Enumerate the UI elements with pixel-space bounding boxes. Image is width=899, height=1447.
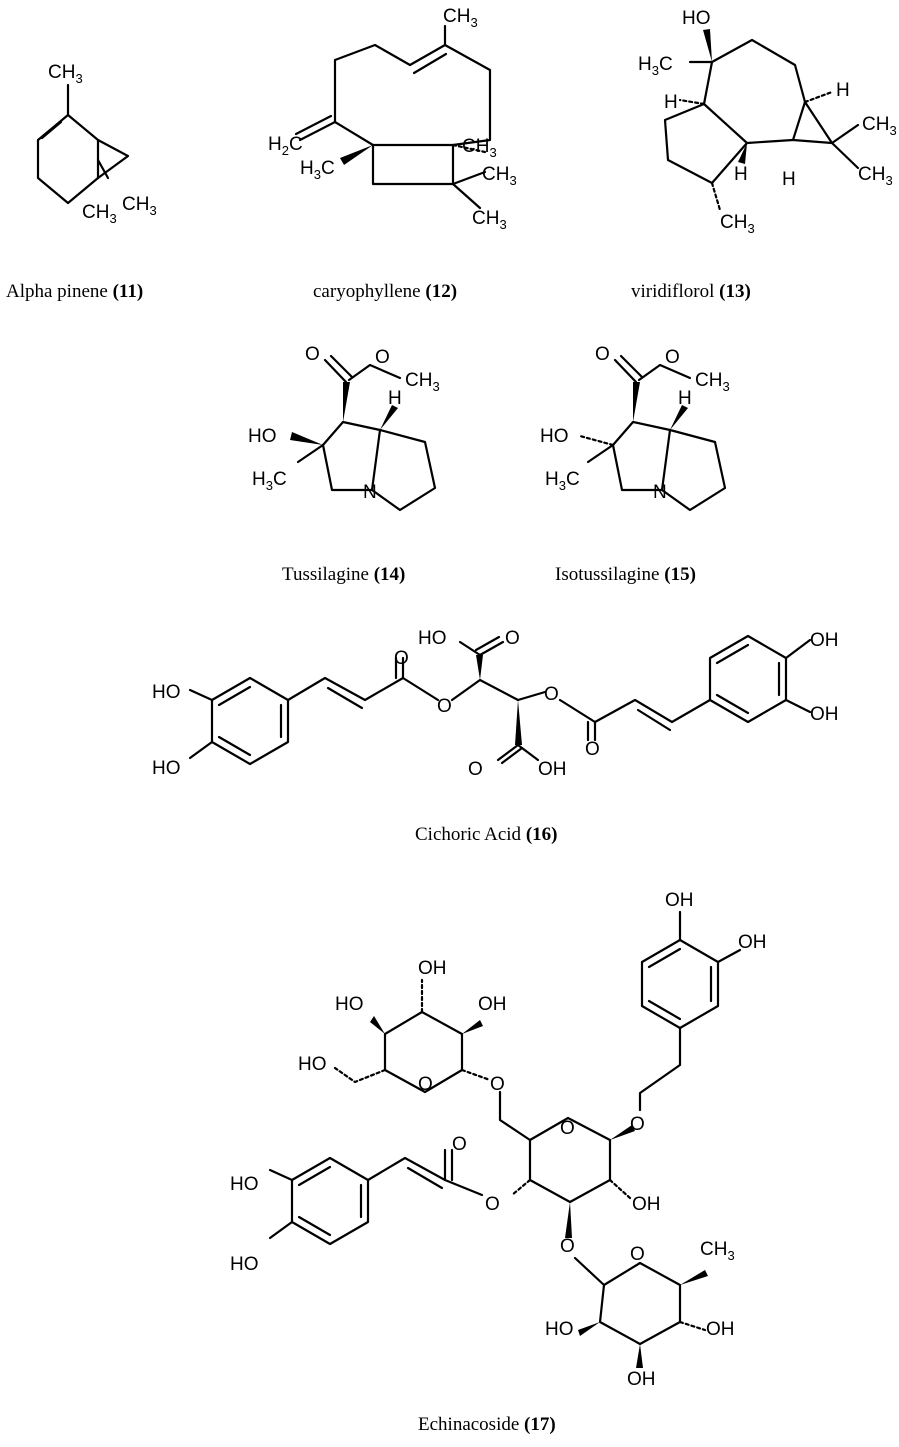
echinacoside-oh-glc2: OH: [478, 994, 507, 1015]
viridiflorol-me1: CH3: [862, 114, 897, 138]
caryophyllene-me-right: CH3: [462, 136, 497, 160]
caryophyllene-me-top: CH3: [443, 6, 478, 30]
isotussilagine-h: H: [678, 388, 692, 409]
cichoric-o-top: O: [505, 628, 520, 649]
echinacoside-o-link1: O: [490, 1074, 505, 1095]
tussilagine-me-ester: CH3: [405, 370, 440, 394]
caption-tussilagine: Tussilagine (14): [282, 564, 405, 585]
viridiflorol-h1: H: [664, 92, 678, 113]
isotussilagine-o2: O: [665, 347, 680, 368]
echinacoside-o-ring1: O: [418, 1074, 433, 1095]
isotussilagine-me: H3C: [545, 469, 580, 493]
viridiflorol-structure: HO H3C H H H H CH3 CH3 CH3: [638, 8, 897, 236]
tussilagine-o: O: [305, 344, 320, 365]
echinacoside-ho-ch2: HO: [298, 1054, 327, 1075]
tussilagine-structure: O O CH3 H HO H3C N: [248, 344, 440, 512]
echinacoside-oh-cat1: OH: [665, 890, 694, 911]
viridiflorol-me2: CH3: [858, 164, 893, 188]
caryophyllene-structure: CH3 H2C H3C CH3 CH3 CH3: [268, 6, 517, 232]
caryophyllene-me-gem1: CH3: [482, 164, 517, 188]
cichoric-o1: O: [394, 648, 409, 669]
echinacoside-o-link3: O: [560, 1236, 575, 1257]
cichoric-oh2: OH: [810, 704, 839, 725]
isotussilagine-o: O: [595, 344, 610, 365]
cichoric-o-bot: O: [468, 759, 483, 780]
cichoric-o4: O: [585, 739, 600, 760]
alpha-pinene-structure: CH3 CH3 CH3: [36, 62, 157, 226]
alpha-pinene-me-top: CH3: [48, 62, 83, 86]
isotussilagine-me-ester: CH3: [695, 370, 730, 394]
alpha-pinene-me-b: CH3: [122, 194, 157, 218]
viridiflorol-h4: H: [782, 169, 796, 190]
tussilagine-h: H: [388, 388, 402, 409]
echinacoside-ho-caf2: HO: [230, 1254, 259, 1275]
caption-caryophyllene: caryophyllene (12): [313, 281, 457, 302]
caption-cichoric-acid: Cichoric Acid (16): [415, 824, 557, 845]
echinacoside-o-ring2: O: [560, 1118, 575, 1139]
cichoric-oh1: OH: [810, 630, 839, 651]
echinacoside-o-ring3: O: [630, 1244, 645, 1265]
isotussilagine-n: N: [653, 482, 667, 503]
cichoric-ho-top: HO: [418, 628, 447, 649]
viridiflorol-h3: H: [734, 164, 748, 185]
echinacoside-ho-glc: HO: [335, 994, 364, 1015]
echinacoside-oh-rha1: OH: [706, 1319, 735, 1340]
tussilagine-n: N: [363, 482, 377, 503]
cichoric-ho1: HO: [152, 682, 181, 703]
cichoric-o3: O: [544, 684, 559, 705]
caption-alpha-pinene: Alpha pinene (11): [6, 281, 143, 302]
echinacoside-o-carb: O: [452, 1134, 467, 1155]
caryophyllene-me-left: H3C: [300, 158, 335, 182]
viridiflorol-me-left: H3C: [638, 54, 673, 78]
tussilagine-o2: O: [375, 347, 390, 368]
echinacoside-ho-rha1: HO: [545, 1319, 574, 1340]
cichoric-ho2: HO: [152, 758, 181, 779]
caryophyllene-me-gem2: CH3: [472, 208, 507, 232]
isotussilagine-oh: HO: [540, 426, 569, 447]
echinacoside-oh-glc1: OH: [418, 958, 447, 979]
echinacoside-ho-caf1: HO: [230, 1174, 259, 1195]
caption-isotussilagine: Isotussilagine (15): [555, 564, 696, 585]
isotussilagine-structure: O O CH3 H HO H3C N: [540, 344, 730, 512]
viridiflorol-me3: CH3: [720, 212, 755, 236]
caryophyllene-ch2: H2C: [268, 134, 303, 158]
tussilagine-oh: HO: [248, 426, 277, 447]
caption-viridiflorol: viridiflorol (13): [631, 281, 751, 302]
cichoric-oh-bot: OH: [538, 759, 567, 780]
echinacoside-oh-mid: OH: [632, 1194, 661, 1215]
viridiflorol-oh: HO: [682, 8, 711, 29]
cichoric-acid-structure: HO HO OH OH O O O O HO O O OH: [152, 628, 839, 780]
caption-echinacoside: Echinacoside (17): [418, 1414, 556, 1435]
cichoric-o2: O: [437, 696, 452, 717]
echinacoside-o-link2: O: [630, 1114, 645, 1135]
alpha-pinene-me-a: CH3: [82, 202, 117, 226]
echinacoside-o-ester: O: [485, 1194, 500, 1215]
echinacoside-me-rha: CH3: [700, 1239, 735, 1263]
echinacoside-structure: OH OH OH HO OH HO O O O O O HO HO O OH O…: [230, 890, 767, 1390]
tussilagine-me: H3C: [252, 469, 287, 493]
echinacoside-oh-rha2: OH: [627, 1369, 656, 1390]
viridiflorol-h2: H: [836, 80, 850, 101]
echinacoside-oh-cat2: OH: [738, 932, 767, 953]
